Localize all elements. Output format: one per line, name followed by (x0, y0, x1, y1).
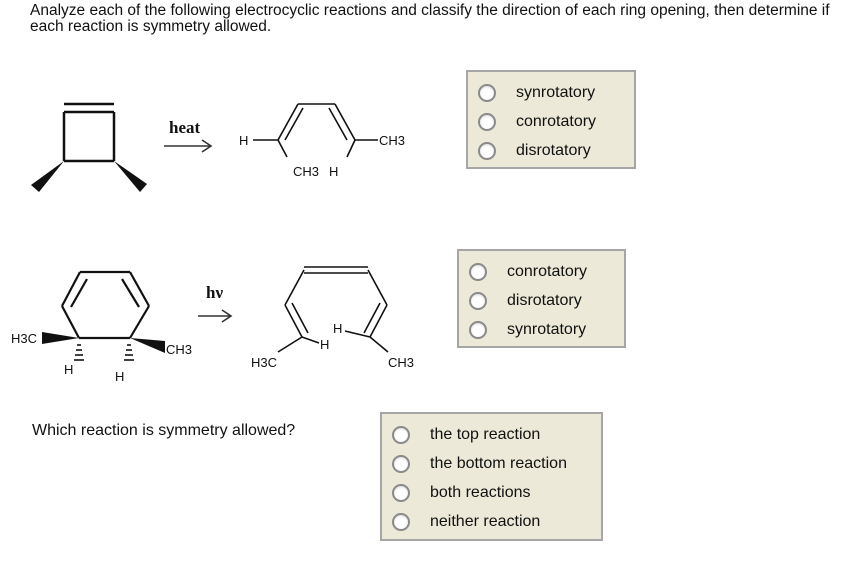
h3c-label: H3C (11, 331, 37, 346)
option-both-reactions[interactable]: both reactions (382, 478, 601, 507)
option-label: both reactions (430, 483, 531, 501)
h-label: H (115, 369, 124, 384)
wedge-bond (42, 332, 79, 344)
heat-condition: heat (169, 118, 201, 137)
radio-button[interactable] (392, 454, 410, 473)
radio-button[interactable] (469, 291, 487, 310)
radio-button[interactable] (478, 83, 496, 102)
option-label: disrotatory (516, 141, 591, 159)
option-label: disrotatory (507, 291, 582, 309)
hash-bond (74, 344, 84, 361)
h-label: H (329, 164, 338, 179)
top-reaction-choices: synrotatory conrotatory disrotatory (466, 70, 636, 169)
bottom-product-structure (277, 266, 389, 353)
wedge-bond (114, 161, 147, 192)
h-label: H (333, 321, 342, 336)
radio-button[interactable] (478, 141, 496, 160)
h-label: H (320, 337, 329, 352)
top-product-structure (253, 103, 378, 158)
option-label: the top reaction (430, 425, 541, 443)
option-label: conrotatory (516, 112, 597, 130)
option-label: the bottom reaction (430, 454, 567, 472)
cyclohexene-structure (61, 270, 150, 340)
radio-button[interactable] (469, 320, 487, 339)
option-conrotatory[interactable]: conrotatory (459, 257, 624, 286)
symmetry-choices: the top reaction the bottom reaction bot… (380, 412, 603, 541)
option-conrotatory[interactable]: conrotatory (468, 107, 634, 136)
ch3-label: CH3 (166, 342, 192, 357)
ch3-label: CH3 (379, 133, 405, 148)
option-label: synrotatory (507, 320, 587, 338)
option-bottom-reaction[interactable]: the bottom reaction (382, 449, 601, 478)
radio-button[interactable] (392, 483, 410, 502)
h-label: H (239, 133, 248, 148)
h-label: H (64, 362, 73, 377)
option-top-reaction[interactable]: the top reaction (382, 420, 601, 449)
option-disrotatory[interactable]: disrotatory (459, 286, 624, 315)
ch3-label: CH3 (293, 164, 319, 179)
option-synrotatory[interactable]: synrotatory (468, 78, 634, 107)
radio-button[interactable] (392, 425, 410, 444)
wedge-bond (130, 338, 165, 353)
option-label: synrotatory (516, 83, 596, 101)
radio-button[interactable] (478, 112, 496, 131)
radio-button[interactable] (392, 512, 410, 531)
option-disrotatory[interactable]: disrotatory (468, 136, 634, 165)
radio-button[interactable] (469, 262, 487, 281)
h3c-label: H3C (251, 355, 277, 370)
cyclobutene-structure (62, 102, 116, 163)
option-synrotatory[interactable]: synrotatory (459, 315, 624, 344)
option-neither-reaction[interactable]: neither reaction (382, 507, 601, 536)
reaction-arrow (198, 309, 233, 323)
reaction-arrow (164, 139, 213, 153)
ch3-label: CH3 (388, 355, 414, 370)
option-label: neither reaction (430, 512, 541, 530)
option-label: conrotatory (507, 262, 588, 280)
question-prompt: Analyze each of the following electrocyc… (30, 2, 830, 35)
bottom-reaction-choices: conrotatory disrotatory synrotatory (457, 249, 626, 348)
wedge-bond (31, 161, 64, 192)
light-condition: hν (206, 283, 223, 302)
hash-bond (124, 344, 134, 361)
symmetry-question: Which reaction is symmetry allowed? (32, 422, 296, 439)
